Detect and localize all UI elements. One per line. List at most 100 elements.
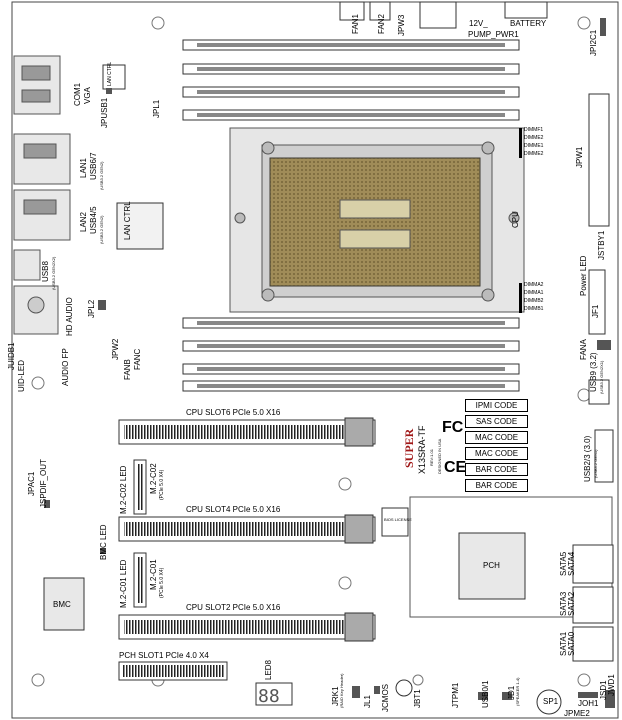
lan-ctrl-label: LAN CTRL <box>123 201 132 240</box>
jpl2-label: JPL2 <box>87 299 96 318</box>
dimm-top-label-2: DIMME2 <box>524 135 544 141</box>
mac-code-box-2: MAC CODE <box>465 447 528 460</box>
led8-label: LED8 <box>264 659 273 680</box>
jbt1-jumper <box>395 679 413 697</box>
12v-label: 12V_ <box>469 19 488 28</box>
jpw3-label: JPW3 <box>397 14 406 36</box>
brand-logo: SUPER <box>402 428 416 468</box>
small-jumpers <box>44 18 615 708</box>
jf1-label: JF1 <box>591 304 600 318</box>
jpme2-label: JPME2 <box>564 709 590 718</box>
sata4-label: SATA4 <box>567 551 576 576</box>
bmc-chip <box>43 577 85 631</box>
slot2-label: CPU SLOT2 PCIe 5.0 X16 <box>186 603 281 612</box>
dimm-bottom-label-3: DIMMB2 <box>524 298 544 304</box>
fanc-label: FANC <box>133 348 142 370</box>
sata-connectors <box>572 544 614 662</box>
hd-audio-label: HD AUDIO <box>65 297 74 336</box>
slot6-label: CPU SLOT6 PCIe 5.0 X16 <box>186 408 281 417</box>
speaker-sp1 <box>536 689 562 715</box>
rear-io-details <box>21 65 57 314</box>
fan1-label: FAN1 <box>351 13 360 34</box>
battery-label: BATTERY <box>510 19 547 28</box>
ce-mark: CE <box>444 459 467 476</box>
usb9-sub-label: (USB3.2 GEN2X1) <box>599 360 604 394</box>
sas-code-box: SAS CODE <box>465 415 528 428</box>
dimm-label-markers <box>519 128 522 313</box>
jpw1-connector <box>588 93 610 227</box>
dimm-bottom-label-4: DIMMB1 <box>524 306 544 312</box>
dimm-bottom-label-2: DIMMA1 <box>524 290 544 296</box>
rear-io-ports <box>13 55 71 335</box>
audio-fp-label: AUDIO FP <box>61 348 70 386</box>
jpw2-label: JPW2 <box>111 338 120 360</box>
bmc-label: BMC <box>53 600 71 609</box>
pump-pwr1-label: PUMP_PWR1 <box>468 30 519 39</box>
vga-label: VGA <box>83 87 92 104</box>
bar-code-box-1: BAR CODE <box>465 463 528 476</box>
jpl1-label: JPL1 <box>152 99 161 118</box>
usb9-connector <box>588 379 610 405</box>
usb9-label: USB9 (3.2) <box>589 352 598 392</box>
usb23-connector <box>594 429 614 483</box>
led8-display: 88 <box>255 682 293 707</box>
jpw1-label: JPW1 <box>575 146 584 168</box>
dimm-slots-top <box>182 39 520 121</box>
dimm-slots-bottom <box>182 317 520 392</box>
m2-c02-led-label: M.2-C02 LED <box>119 465 128 514</box>
pch-label: PCH <box>483 561 500 570</box>
fan2-label: FAN2 <box>377 13 386 34</box>
jcmos-label: JCMOS <box>381 684 390 712</box>
sata2-label: SATA2 <box>567 591 576 616</box>
jpi2c1-label: JPI2C1 <box>589 29 598 56</box>
bios-license-label: BIOS LICENSE <box>384 517 412 522</box>
m2-c01-sub-label: (PCIe 5.0 X4) <box>159 567 165 598</box>
mounting-holes <box>31 16 591 687</box>
pcie-slots <box>118 417 376 681</box>
lan-ctrl-chip <box>116 202 164 250</box>
ipmi-code-box: IPMI CODE <box>465 399 528 412</box>
sata0-label: SATA0 <box>567 631 576 656</box>
slot4-label: CPU SLOT4 PCIe 5.0 X16 <box>186 505 281 514</box>
lan2-label: LAN2 <box>79 211 88 232</box>
m2-c01-led-label: M.2-C01 LED <box>119 559 128 608</box>
dimm-top-label-3: DIMME1 <box>524 143 544 149</box>
m2-c02-sub-label: (PCIe 5.0 X4) <box>159 469 165 500</box>
usb8-sub-label: (USB3.2 GEN2X2) <box>51 256 56 290</box>
lan-ctrl-top-label: LAN CTRL <box>107 61 113 86</box>
jd1-sub-label: (SPEAKER 1-4) <box>515 677 520 706</box>
bios-license-chip <box>381 507 409 537</box>
jl1-label: JL1 <box>363 695 372 708</box>
designed-in-label: DESIGNED IN USA <box>437 438 442 474</box>
cpu-label: CPU <box>511 211 520 228</box>
m2-c02-label: M.2-C02 <box>149 463 158 494</box>
mac-code-box-1: MAC CODE <box>465 431 528 444</box>
jstby1-label: JSTBY1 <box>597 230 606 260</box>
pch-chip <box>458 532 526 600</box>
cpu-socket <box>229 127 525 313</box>
sp1-label: SP1 <box>543 697 559 706</box>
juidb1-label: JUIDB1 <box>7 342 16 370</box>
svg-text:88: 88 <box>258 686 280 707</box>
fcc-mark: FC <box>442 419 464 436</box>
usb67-sub-label: (USB3.2 GEN2) <box>99 161 104 190</box>
model-label: X13SRA-TF <box>417 425 427 474</box>
usb67-label: USB6/7 <box>89 152 98 180</box>
com1-label: COM1 <box>73 82 82 106</box>
bar-code-box-2: BAR CODE <box>465 479 528 492</box>
jpac1-label: JPAC1 <box>27 471 36 496</box>
uid-led-label: UID-LED <box>17 359 26 392</box>
bmc-led-label: BMC LED <box>99 524 108 560</box>
jrk1-sub-label: (RAID Key Header) <box>339 673 344 708</box>
usb23-sub-label: (USB3.2 GEN1) <box>593 449 598 478</box>
revision-label: REV:1.01 <box>429 449 434 466</box>
dimm-top-label-4: DIMME2 <box>524 151 544 157</box>
m2-slots <box>133 459 147 608</box>
jf1-connector <box>588 269 606 335</box>
joh1-label: JOH1 <box>578 699 599 708</box>
jwd1-label: JWD1 <box>607 674 616 696</box>
jtpm1-label: JTPM1 <box>451 682 460 708</box>
dimm-bottom-label-1: DIMMA2 <box>524 282 544 288</box>
